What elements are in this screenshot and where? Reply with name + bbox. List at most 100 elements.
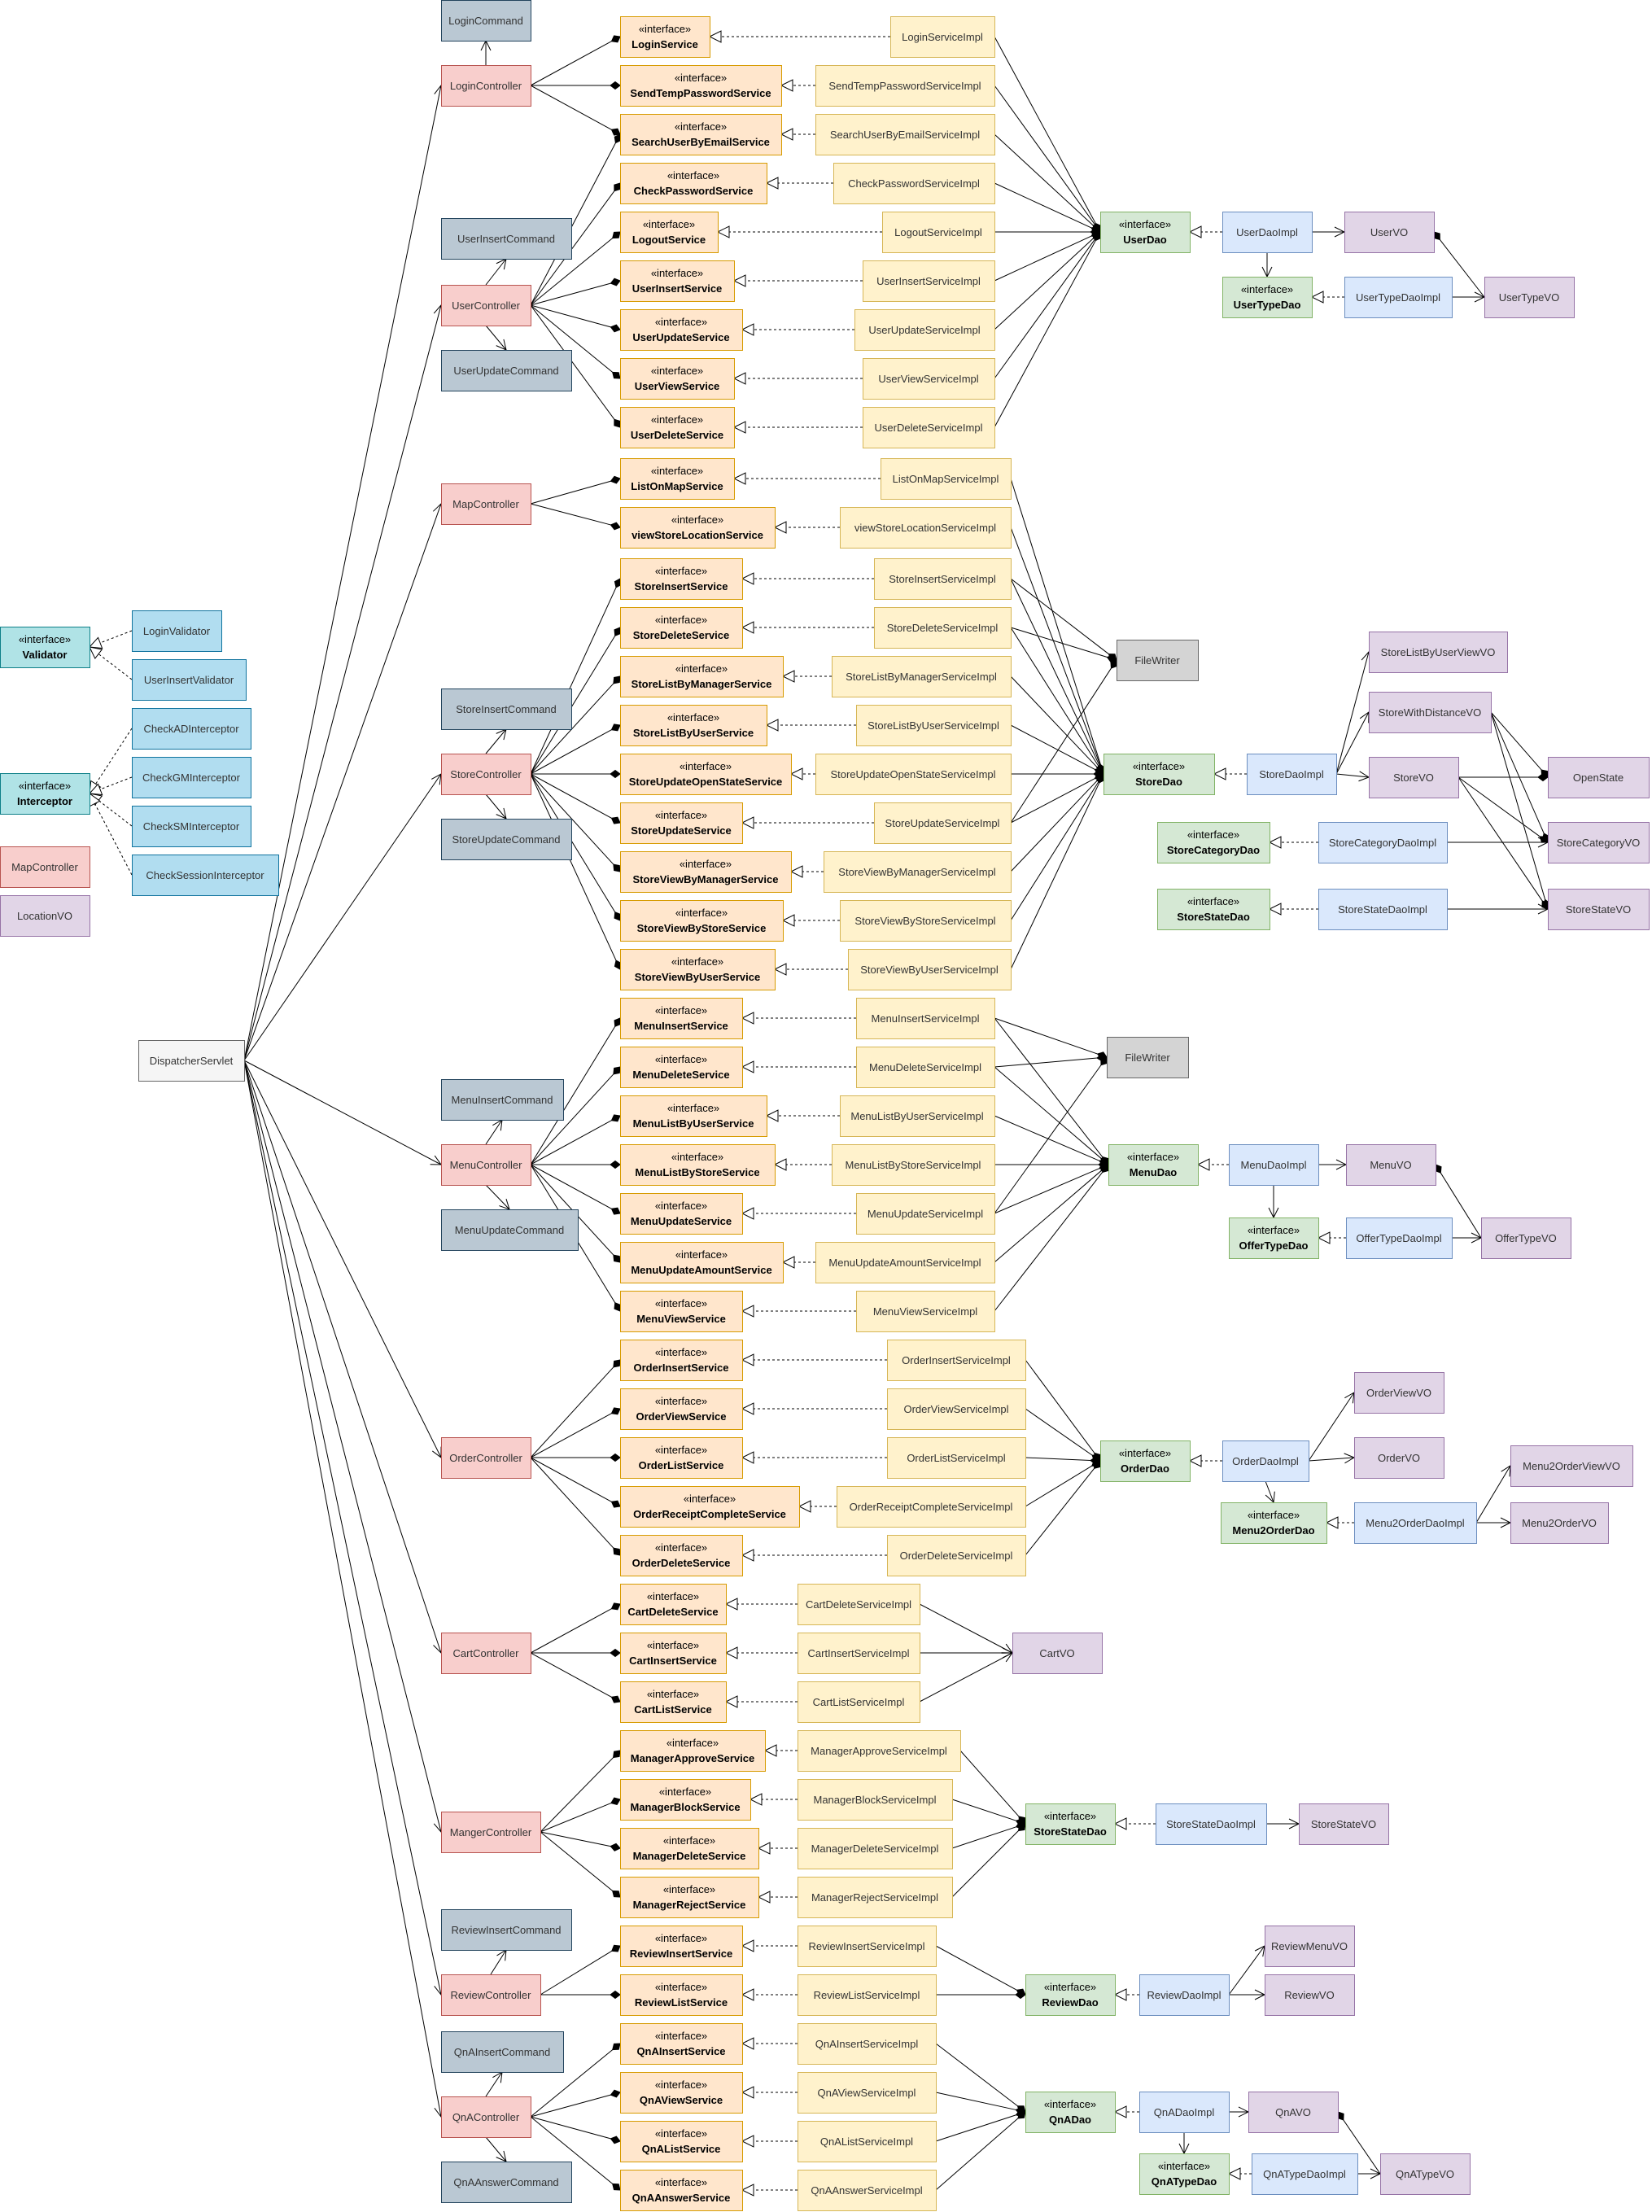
- search-user-by-email-service-impl-node[interactable]: SearchUserByEmailServiceImpl: [815, 114, 995, 155]
- qn-a-dao-node[interactable]: «interface»QnADao: [1025, 2092, 1116, 2133]
- cart-controller-node[interactable]: CartController: [441, 1633, 531, 1674]
- view-store-location-service-node[interactable]: «interface»viewStoreLocationService: [620, 507, 776, 549]
- login-service-node[interactable]: «interface»LoginService: [620, 16, 710, 58]
- qn-a-controller-node[interactable]: QnAController: [441, 2096, 531, 2138]
- review-dao-node[interactable]: «interface»ReviewDao: [1025, 1974, 1116, 2016]
- store-list-by-manager-service-node[interactable]: «interface»StoreListByManagerService: [620, 656, 784, 697]
- cart-vo-node[interactable]: CartVO: [1012, 1633, 1103, 1674]
- order-vo-node[interactable]: OrderVO: [1354, 1437, 1444, 1479]
- manager-approve-service-impl-node[interactable]: ManagerApproveServiceImpl: [798, 1730, 961, 1772]
- store-dao-node[interactable]: «interface»StoreDao: [1104, 754, 1215, 795]
- menu2-order-dao-node[interactable]: «interface»Menu2OrderDao: [1221, 1502, 1327, 1544]
- store-delete-service-node[interactable]: «interface»StoreDeleteService: [620, 607, 743, 649]
- qn-a-view-service-node[interactable]: «interface»QnAViewService: [620, 2072, 743, 2114]
- cart-delete-service-node[interactable]: «interface»CartDeleteService: [620, 1584, 727, 1625]
- send-temp-password-service-impl-node[interactable]: SendTempPasswordServiceImpl: [815, 65, 995, 107]
- menu-dao-node[interactable]: «interface»MenuDao: [1108, 1144, 1199, 1186]
- store-category-dao-node[interactable]: «interface»StoreCategoryDao: [1157, 822, 1270, 863]
- login-command-node[interactable]: LoginCommand: [441, 0, 531, 42]
- menu-delete-service-impl-node[interactable]: MenuDeleteServiceImpl: [856, 1047, 995, 1088]
- check-password-service-node[interactable]: «interface»CheckPasswordService: [620, 163, 767, 204]
- menu-controller-node[interactable]: MenuController: [441, 1144, 531, 1186]
- manager-delete-service-impl-node[interactable]: ManagerDeleteServiceImpl: [798, 1828, 953, 1869]
- cart-insert-service-impl-node[interactable]: CartInsertServiceImpl: [798, 1633, 920, 1674]
- store-view-by-user-service-impl-node[interactable]: StoreViewByUserServiceImpl: [848, 949, 1012, 990]
- view-store-location-service-impl-node[interactable]: viewStoreLocationServiceImpl: [840, 507, 1012, 549]
- qn-a-type-dao-impl-node[interactable]: QnATypeDaoImpl: [1252, 2153, 1358, 2195]
- store-view-by-manager-service-node[interactable]: «interface»StoreViewByManagerService: [620, 851, 792, 893]
- qn-a-answer-service-impl-node[interactable]: QnAAnswerServiceImpl: [798, 2170, 937, 2211]
- user-type-dao-node[interactable]: «interface»UserTypeDao: [1222, 277, 1313, 318]
- check-session-interceptor-node[interactable]: CheckSessionInterceptor: [132, 855, 279, 896]
- store-view-by-manager-service-impl-node[interactable]: StoreViewByManagerServiceImpl: [824, 851, 1012, 893]
- qn-a-type-vo-node[interactable]: QnATypeVO: [1380, 2153, 1471, 2195]
- check-ad-interceptor-node[interactable]: CheckADInterceptor: [132, 708, 251, 750]
- order-view-service-impl-node[interactable]: OrderViewServiceImpl: [887, 1388, 1026, 1430]
- manager-delete-service-node[interactable]: «interface»ManagerDeleteService: [620, 1828, 759, 1869]
- store-delete-service-impl-node[interactable]: StoreDeleteServiceImpl: [874, 607, 1012, 649]
- dispatcher-servlet-node[interactable]: DispatcherServlet: [138, 1040, 245, 1082]
- store-state-vo-node[interactable]: StoreStateVO: [1548, 889, 1650, 930]
- qn-a-insert-command-node[interactable]: QnAInsertCommand: [441, 2031, 564, 2073]
- review-insert-service-impl-node[interactable]: ReviewInsertServiceImpl: [798, 1926, 937, 1967]
- map-controller-node[interactable]: MapController: [441, 483, 531, 525]
- menu2-order-vo-node[interactable]: Menu2OrderVO: [1510, 1502, 1609, 1544]
- user-controller-node[interactable]: UserController: [441, 285, 531, 326]
- store-list-by-user-view-vo-node[interactable]: StoreListByUserViewVO: [1369, 632, 1508, 673]
- map-controller-legend-node[interactable]: MapController: [0, 846, 90, 888]
- check-gm-interceptor-node[interactable]: CheckGMInterceptor: [132, 757, 251, 798]
- review-vo-node[interactable]: ReviewVO: [1265, 1974, 1355, 2016]
- user-vo-node[interactable]: UserVO: [1344, 212, 1435, 253]
- review-insert-command-node[interactable]: ReviewInsertCommand: [441, 1909, 572, 1951]
- login-service-impl-node[interactable]: LoginServiceImpl: [890, 16, 995, 58]
- menu2-order-view-vo-node[interactable]: Menu2OrderViewVO: [1510, 1445, 1633, 1487]
- logout-service-impl-node[interactable]: LogoutServiceImpl: [882, 212, 995, 253]
- user-update-service-node[interactable]: «interface»UserUpdateService: [620, 309, 743, 351]
- store-view-by-store-service-impl-node[interactable]: StoreViewByStoreServiceImpl: [840, 900, 1012, 942]
- menu-insert-service-impl-node[interactable]: MenuInsertServiceImpl: [856, 998, 995, 1039]
- qn-a-answer-service-node[interactable]: «interface»QnAAnswerService: [620, 2170, 743, 2211]
- menu-update-service-impl-node[interactable]: MenuUpdateServiceImpl: [856, 1193, 995, 1235]
- order-dao-node[interactable]: «interface»OrderDao: [1100, 1440, 1191, 1482]
- qn-a-insert-service-node[interactable]: «interface»QnAInsertService: [620, 2023, 743, 2065]
- qn-a-list-service-impl-node[interactable]: QnAListServiceImpl: [798, 2121, 937, 2162]
- store-controller-node[interactable]: StoreController: [441, 754, 531, 795]
- menu-view-service-node[interactable]: «interface»MenuViewService: [620, 1291, 743, 1332]
- order-receipt-complete-service-impl-node[interactable]: OrderReceiptCompleteServiceImpl: [837, 1486, 1026, 1528]
- file-writer2-node[interactable]: FileWriter: [1107, 1037, 1189, 1078]
- menu-list-by-user-service-node[interactable]: «interface»MenuListByUserService: [620, 1095, 767, 1137]
- order-view-vo-node[interactable]: OrderViewVO: [1354, 1372, 1444, 1414]
- store-category-dao-impl-node[interactable]: StoreCategoryDaoImpl: [1318, 822, 1448, 863]
- offer-type-dao-node[interactable]: «interface»OfferTypeDao: [1229, 1217, 1319, 1259]
- search-user-by-email-service-node[interactable]: «interface»SearchUserByEmailService: [620, 114, 782, 155]
- login-validator-node[interactable]: LoginValidator: [132, 610, 222, 652]
- qn-a-type-dao-node[interactable]: «interface»QnATypeDao: [1139, 2153, 1230, 2195]
- open-state-node[interactable]: OpenState: [1548, 757, 1650, 798]
- cart-list-service-node[interactable]: «interface»CartListService: [620, 1681, 727, 1723]
- user-insert-validator-node[interactable]: UserInsertValidator: [132, 659, 247, 701]
- user-delete-service-node[interactable]: «interface»UserDeleteService: [620, 407, 735, 448]
- store-category-vo-node[interactable]: StoreCategoryVO: [1548, 822, 1650, 863]
- order-receipt-complete-service-node[interactable]: «interface»OrderReceiptCompleteService: [620, 1486, 800, 1528]
- order-insert-service-node[interactable]: «interface»OrderInsertService: [620, 1340, 743, 1381]
- order-controller-node[interactable]: OrderController: [441, 1437, 531, 1479]
- list-on-map-service-node[interactable]: «interface»ListOnMapService: [620, 458, 735, 500]
- qn-a-dao-impl-node[interactable]: QnADaoImpl: [1139, 2092, 1230, 2133]
- qn-avo-node[interactable]: QnAVO: [1248, 2092, 1339, 2133]
- menu-list-by-user-service-impl-node[interactable]: MenuListByUserServiceImpl: [840, 1095, 995, 1137]
- store-view-by-store-service-node[interactable]: «interface»StoreViewByStoreService: [620, 900, 784, 942]
- store-list-by-user-service-node[interactable]: «interface»StoreListByUserService: [620, 705, 767, 746]
- cart-insert-service-node[interactable]: «interface»CartInsertService: [620, 1633, 727, 1674]
- store-update-open-state-service-impl-node[interactable]: StoreUpdateOpenStateServiceImpl: [815, 754, 1012, 795]
- review-menu-vo-node[interactable]: ReviewMenuVO: [1265, 1926, 1355, 1967]
- store-state-vo2-node[interactable]: StoreStateVO: [1299, 1803, 1389, 1845]
- menu-list-by-store-service-impl-node[interactable]: MenuListByStoreServiceImpl: [832, 1144, 995, 1186]
- manger-controller-node[interactable]: MangerController: [441, 1812, 541, 1853]
- menu-vo-node[interactable]: MenuVO: [1346, 1144, 1436, 1186]
- cart-list-service-impl-node[interactable]: CartListServiceImpl: [798, 1681, 920, 1723]
- store-dao-impl-node[interactable]: StoreDaoImpl: [1247, 754, 1337, 795]
- offer-type-vo-node[interactable]: OfferTypeVO: [1481, 1217, 1571, 1259]
- list-on-map-service-impl-node[interactable]: ListOnMapServiceImpl: [881, 458, 1012, 500]
- store-insert-service-impl-node[interactable]: StoreInsertServiceImpl: [874, 558, 1012, 600]
- store-insert-service-node[interactable]: «interface»StoreInsertService: [620, 558, 743, 600]
